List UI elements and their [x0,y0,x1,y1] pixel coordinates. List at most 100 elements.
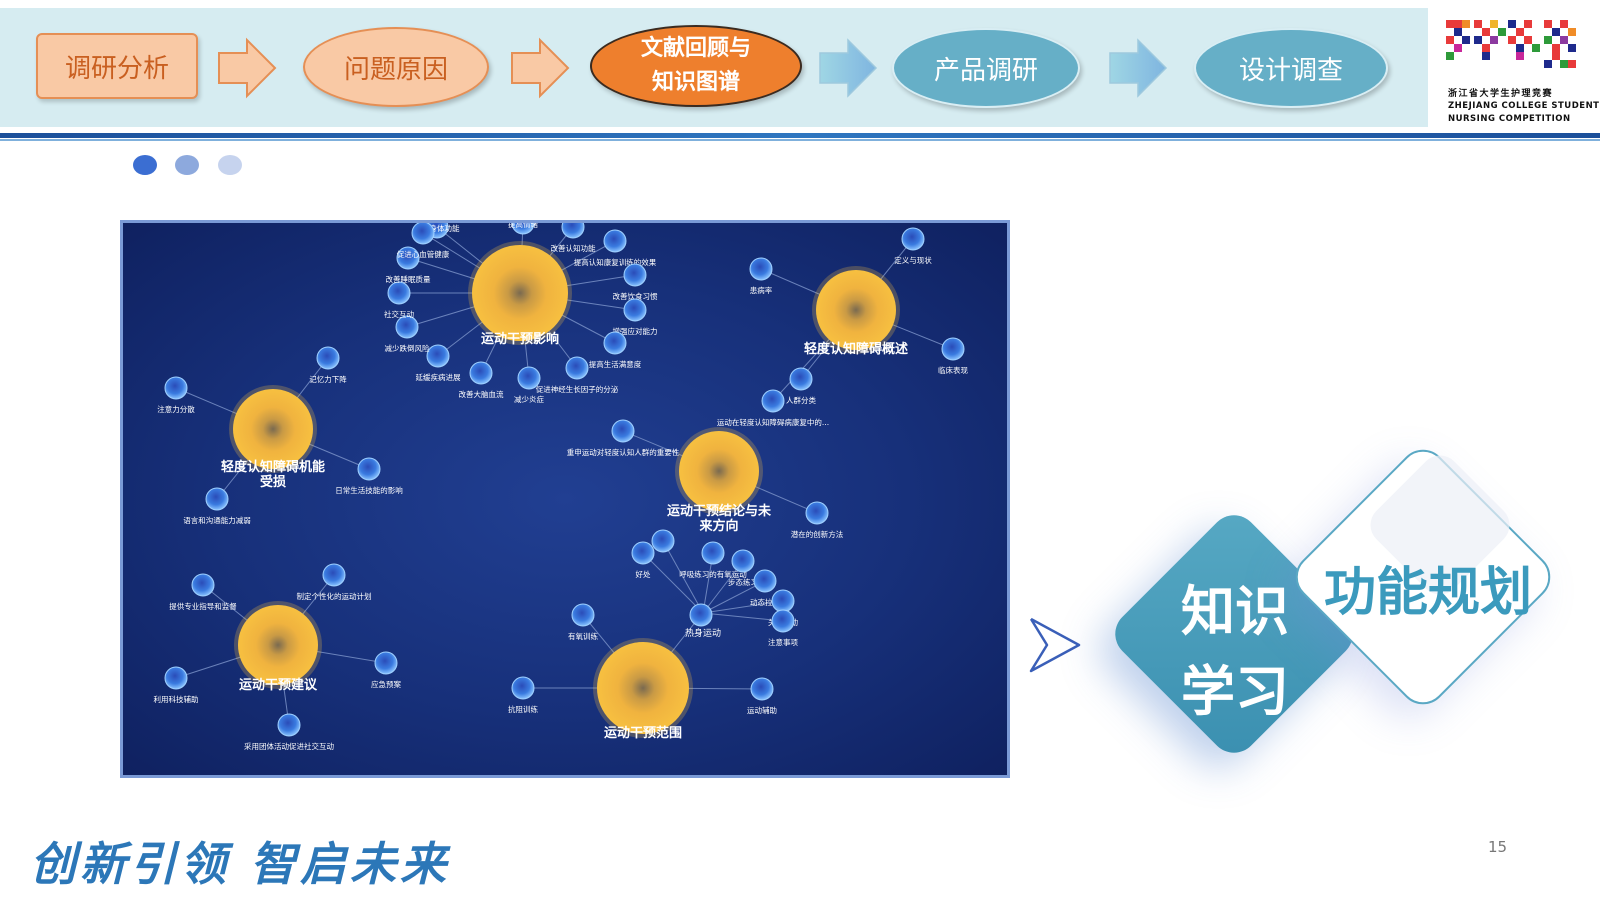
graph-leaf-node [511,676,535,700]
graph-edge [662,540,704,614]
graph-hub-label: 轻度认知障碍机能 [221,459,325,475]
page-dot-1 [133,155,157,175]
graph-leaf-label: 记忆力下降 [309,374,347,384]
graph-leaf-label: 社交互动 [384,309,414,319]
graph-leaf-node [561,223,585,239]
graph-leaf-node [426,344,450,368]
graph-leaf-node [689,603,713,627]
graph-leaf-node [396,246,420,270]
graph-leaf-node [322,563,346,587]
slogan: 创新引领 智启未来 [30,837,451,891]
graph-leaf-label: 注意力分散 [157,404,195,414]
graph-leaf-node [374,651,398,675]
graph-leaf-label: 促进神经生长因子的分泌 [536,384,619,394]
knowledge-learning-line2: 学习 [1181,660,1289,723]
graph-leaf-node [789,367,813,391]
header-divider [0,133,1600,138]
graph-leaf-node [701,541,725,565]
step-problem-cause[interactable]: 问题原因 [303,27,489,107]
graph-leaf-label: 有氧训练 [568,631,598,641]
graph-hub-node [816,270,896,350]
graph-leaf-node [395,315,419,339]
graph-leaf-label: 运动辅助 [747,705,777,715]
graph-leaf-label: 应急预案 [371,679,401,689]
page-dot-2 [175,155,199,175]
graph-leaf-label: 减少跌倒风险 [385,343,430,353]
graph-leaf-label: 潜在的创新方法 [791,529,844,539]
graph-leaf-label: 语言和沟通能力减弱 [183,515,251,525]
graph-leaf-node [623,298,647,322]
graph-leaf-node [316,346,340,370]
graph-leaf-label: 增强身体功能 [415,223,460,233]
step-label-line2: 知识图谱 [651,70,740,95]
graph-hub-label: 运动干预范围 [604,725,682,741]
graph-edge [702,600,784,614]
logo-title: 浙江省大学生护理竞赛 [1448,89,1554,99]
page-dot-3 [218,155,242,175]
logo-subtitle-2: NURSING COMPETITION [1448,114,1571,124]
step-literature-review-active[interactable]: 文献回顾与 知识图谱 [590,25,802,107]
graph-leaf-label: 减少炎症 [514,394,544,404]
step-label-line1: 文献回顾与 [640,36,751,61]
graph-leaf-label: 提高认知康复训练的效果 [574,257,657,267]
graph-leaf-label: 促进心血管健康 [397,249,450,259]
graph-leaf-label: 患病率 [750,285,773,295]
graph-leaf-node [805,501,829,525]
step-design-survey[interactable]: 设计调查 [1194,28,1388,108]
knowledge-learning-line1: 知识 [1181,580,1289,643]
graph-leaf-label: 动态拉伸 [750,597,780,607]
graph-edge [702,580,766,614]
arrow-right-icon [511,37,570,99]
graph-leaf-label: 采用团体活动促进社交互动 [244,741,334,751]
graph-leaf-label: 延缓疾病进展 [416,372,461,382]
graph-leaf-node [603,331,627,355]
graph-leaf-node [651,529,675,553]
graph-leaf-node [631,541,655,565]
graph-leaf-label: 重申运动对轻度认知人群的重要性 [567,447,680,457]
step-product-research[interactable]: 产品调研 [892,28,1080,108]
graph-leaf-label: 提高情绪 [508,223,538,229]
graph-leaf-label: 改善大脑血流 [459,389,504,399]
graph-leaf-node [941,337,965,361]
step-label: 问题原因 [343,54,448,85]
arrow-right-icon [218,37,277,99]
graph-leaf-node [761,389,785,413]
graph-leaf-label: 步态练习 [728,577,758,587]
graph-leaf-label: 好处 [636,569,651,579]
graph-leaf-node [164,376,188,400]
graph-hub-label: 运动干预建议 [239,677,318,693]
competition-logo [1446,20,1576,68]
function-planning-label: 功能规划 [1323,563,1532,623]
graph-leaf-label: 注意事项 [768,637,798,647]
arrow-right-icon [1109,38,1168,98]
graph-leaf-label: 改善认知功能 [551,243,596,253]
graph-hub-label: 运动干预影响 [481,331,559,347]
graph-hub-node [679,431,759,511]
knowledge-graph-image: 增强身体功能提高情绪改善认知功能提高认知康复训练的效果改善饮食习惯增强应对能力提… [120,220,1010,778]
graph-leaf-node [771,609,795,633]
graph-edge [702,612,784,622]
graph-leaf-node [603,229,627,253]
step-research-analysis[interactable]: 调研分析 [36,33,198,99]
graph-leaf-label: 制定个性化的运动计划 [297,591,372,601]
graph-leaf-label: 改善睡眠质量 [386,274,431,284]
graph-leaf-label: 临床表现 [938,365,968,375]
graph-leaf-label: 呼吸练习的有氧运动 [679,569,747,579]
step-label: 产品调研 [933,55,1038,86]
graph-leaf-label: 抗阻训练 [508,704,538,714]
graph-hub-label: 热身运动 [685,627,721,639]
graph-leaf-node [623,263,647,287]
graph-leaf-label: 人群分类 [786,395,816,405]
graph-leaf-node [731,549,755,573]
graph-leaf-node [469,361,493,385]
graph-leaf-node [164,666,188,690]
graph-leaf-node [191,573,215,597]
graph-leaf-node [277,713,301,737]
graph-leaf-node [611,419,635,443]
logo-subtitle-1: ZHEJIANG COLLEGE STUDENTS [1448,101,1600,111]
graph-leaf-label: 运动在轻度认知障碍病康复中的... [717,417,829,427]
header-divider-thin [0,139,1600,141]
graph-leaf-label: 增强应对能力 [613,326,658,336]
graph-leaf-node [571,603,595,627]
graph-leaf-label: 改善饮食习惯 [613,291,658,301]
